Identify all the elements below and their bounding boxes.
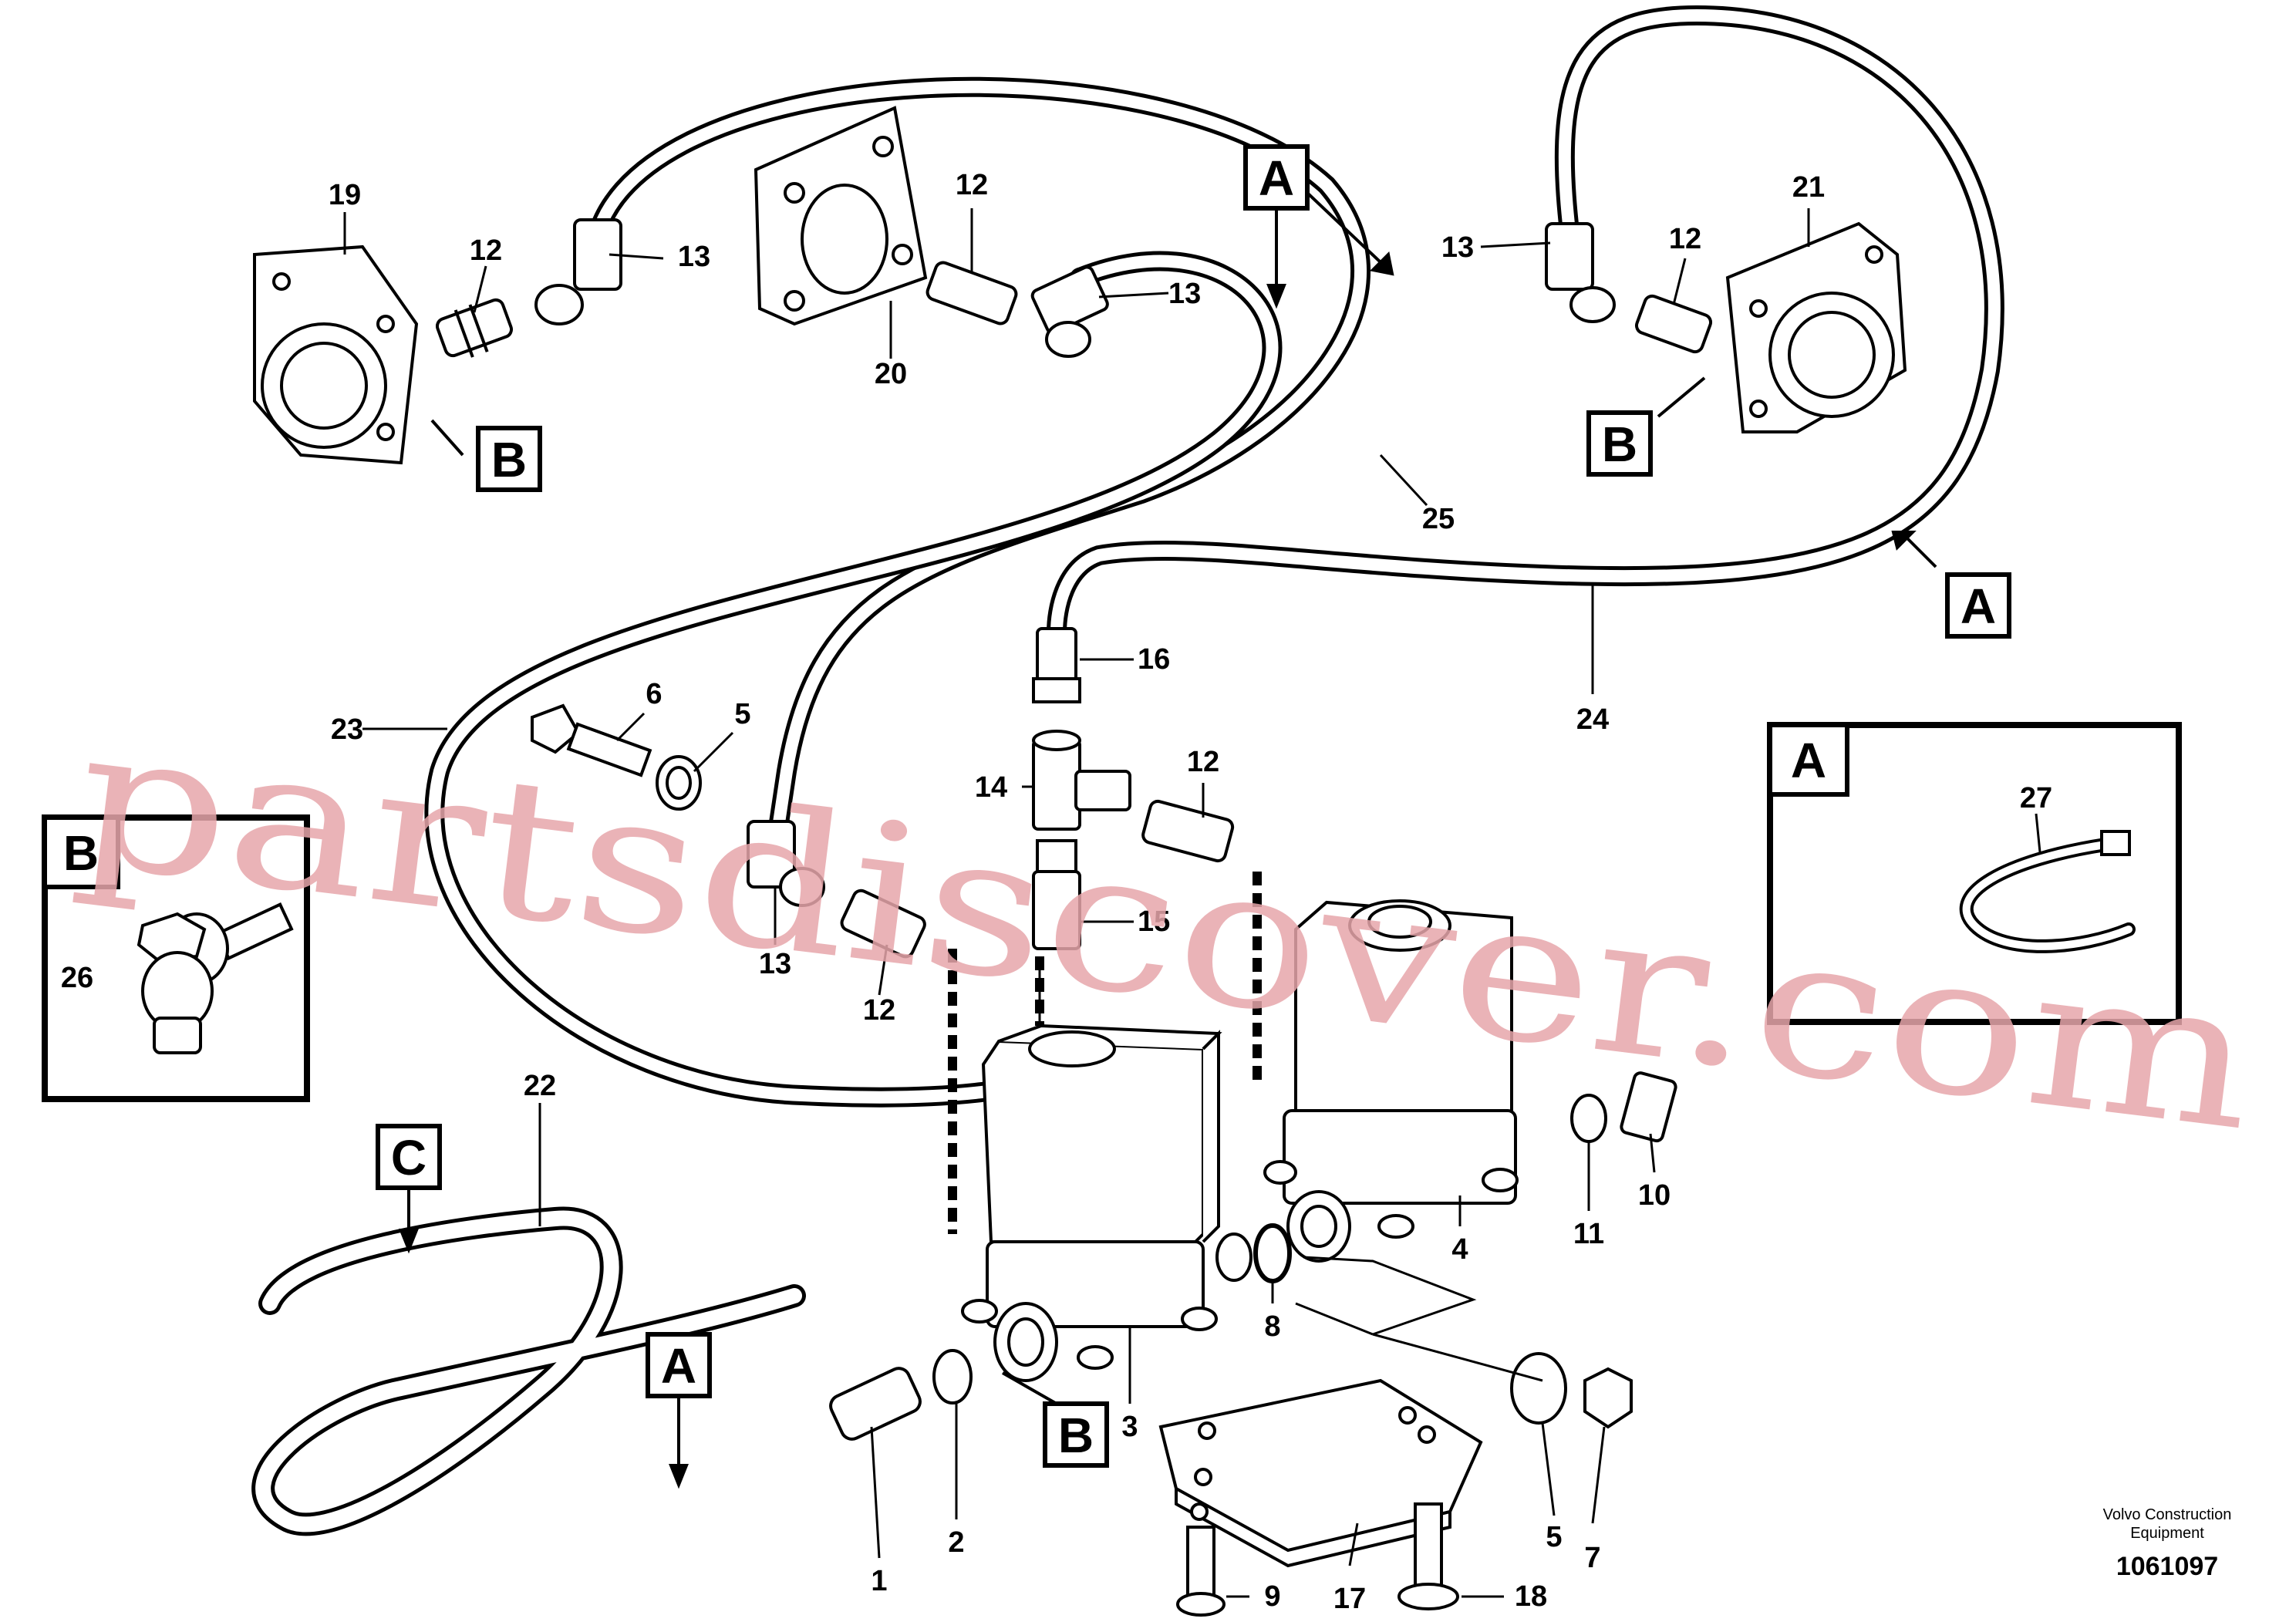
hose-end-16 bbox=[1032, 627, 1081, 703]
label-5b: 5 bbox=[1546, 1521, 1562, 1553]
callout-a-top-letter: A bbox=[1259, 150, 1294, 206]
solenoid-valve-3 bbox=[961, 1023, 1253, 1382]
label-26: 26 bbox=[61, 962, 93, 994]
screw-18 bbox=[1397, 1502, 1459, 1610]
label-1: 1 bbox=[871, 1565, 887, 1597]
label-16: 16 bbox=[1138, 643, 1170, 676]
label-4: 4 bbox=[1451, 1233, 1468, 1266]
callout-c-letter: C bbox=[391, 1130, 426, 1185]
solenoid-valve-4 bbox=[1263, 899, 1519, 1263]
o-ring-8 bbox=[1253, 1223, 1292, 1283]
label-10: 10 bbox=[1638, 1179, 1671, 1212]
callout-boxes bbox=[376, 144, 2011, 1468]
washer-11 bbox=[1570, 1094, 1607, 1143]
callout-b-left bbox=[476, 426, 542, 492]
callout-b-right bbox=[1586, 410, 1653, 477]
label-11: 11 bbox=[1573, 1218, 1604, 1250]
plug-10 bbox=[1620, 1071, 1677, 1143]
callout-b-right-letter: B bbox=[1602, 416, 1637, 472]
label-13b: 13 bbox=[1168, 278, 1201, 310]
fitting-1 bbox=[829, 1367, 922, 1441]
elbow-13d bbox=[747, 820, 825, 907]
pressure-switch-21 bbox=[1725, 221, 1907, 433]
washer-5a bbox=[656, 755, 702, 811]
label-12e: 12 bbox=[863, 994, 895, 1027]
callout-a-right bbox=[1945, 572, 2011, 639]
nut-7 bbox=[1583, 1367, 1633, 1429]
label-13d: 13 bbox=[759, 948, 791, 980]
detail-box-b-letter: B bbox=[63, 825, 99, 881]
nipple-12e bbox=[840, 889, 926, 959]
label-12d: 12 bbox=[1187, 746, 1219, 778]
label-12c: 12 bbox=[1669, 223, 1701, 255]
label-12a: 12 bbox=[470, 234, 502, 267]
nipple-12c bbox=[1634, 294, 1713, 354]
elbow-13a bbox=[534, 218, 622, 325]
callout-a-bottom-letter: A bbox=[661, 1338, 696, 1394]
nipple-12b bbox=[925, 261, 1018, 325]
callout-a-right-letter: A bbox=[1961, 578, 1996, 634]
label-15: 15 bbox=[1138, 905, 1170, 938]
nipple-12a bbox=[435, 298, 514, 358]
label-13c: 13 bbox=[1441, 231, 1474, 264]
part-labels: 19 12 13 12 13 20 13 12 21 25 24 23 6 5 … bbox=[61, 169, 2052, 1615]
label-25: 25 bbox=[1422, 503, 1455, 535]
bolt-6 bbox=[531, 703, 652, 777]
callout-b-bottom bbox=[1043, 1401, 1109, 1468]
footer: Volvo Construction Equipment 1061097 bbox=[2103, 1506, 2232, 1581]
callout-a-top bbox=[1243, 144, 1310, 211]
detail-box-a-letter: A bbox=[1791, 733, 1826, 788]
upper-fittings bbox=[253, 106, 1907, 465]
tee-14 bbox=[1032, 730, 1131, 831]
label-27: 27 bbox=[2020, 782, 2052, 814]
plate-20 bbox=[754, 106, 928, 326]
adapter-15 bbox=[1032, 839, 1081, 950]
label-7: 7 bbox=[1584, 1542, 1600, 1574]
elbow-13c bbox=[1545, 222, 1616, 323]
valve-assembly bbox=[531, 627, 1677, 1617]
label-18: 18 bbox=[1515, 1580, 1547, 1613]
label-3: 3 bbox=[1121, 1411, 1138, 1443]
label-9: 9 bbox=[1264, 1580, 1280, 1613]
label-20: 20 bbox=[875, 358, 907, 390]
leader-lines bbox=[154, 208, 1810, 1598]
callout-c bbox=[376, 1124, 442, 1190]
label-8: 8 bbox=[1264, 1310, 1280, 1343]
washer-2 bbox=[932, 1349, 973, 1404]
callout-a-bottom bbox=[646, 1332, 712, 1398]
label-14: 14 bbox=[975, 771, 1007, 804]
company-line-2: Equipment bbox=[2130, 1525, 2204, 1542]
mounting-plate-17 bbox=[1158, 1378, 1483, 1568]
label-6: 6 bbox=[646, 678, 662, 710]
label-21: 21 bbox=[1792, 171, 1825, 204]
elbow-13b bbox=[1030, 265, 1109, 358]
label-24: 24 bbox=[1576, 703, 1609, 736]
label-12b: 12 bbox=[956, 169, 988, 201]
callout-b-bottom-letter: B bbox=[1058, 1408, 1094, 1463]
banjo-fitting-26 bbox=[137, 902, 294, 1054]
label-2: 2 bbox=[948, 1526, 964, 1559]
washer-5b bbox=[1510, 1352, 1567, 1425]
pressure-switch-19 bbox=[253, 244, 419, 465]
label-17: 17 bbox=[1333, 1583, 1366, 1615]
detail-box-a: A bbox=[1767, 722, 2182, 1025]
drawing-number: 1061097 bbox=[2116, 1552, 2218, 1581]
detail-box-b: B bbox=[42, 814, 310, 1102]
callout-b-left-letter: B bbox=[491, 432, 527, 487]
label-22: 22 bbox=[524, 1070, 556, 1102]
screw-9 bbox=[1176, 1526, 1226, 1617]
label-5a: 5 bbox=[734, 698, 750, 730]
callout-arrows bbox=[399, 191, 1937, 1489]
label-23: 23 bbox=[331, 713, 363, 746]
label-13a: 13 bbox=[678, 241, 710, 273]
nipple-12d bbox=[1141, 799, 1235, 863]
label-19: 19 bbox=[329, 179, 361, 211]
company-line-1: Volvo Construction bbox=[2103, 1506, 2232, 1523]
